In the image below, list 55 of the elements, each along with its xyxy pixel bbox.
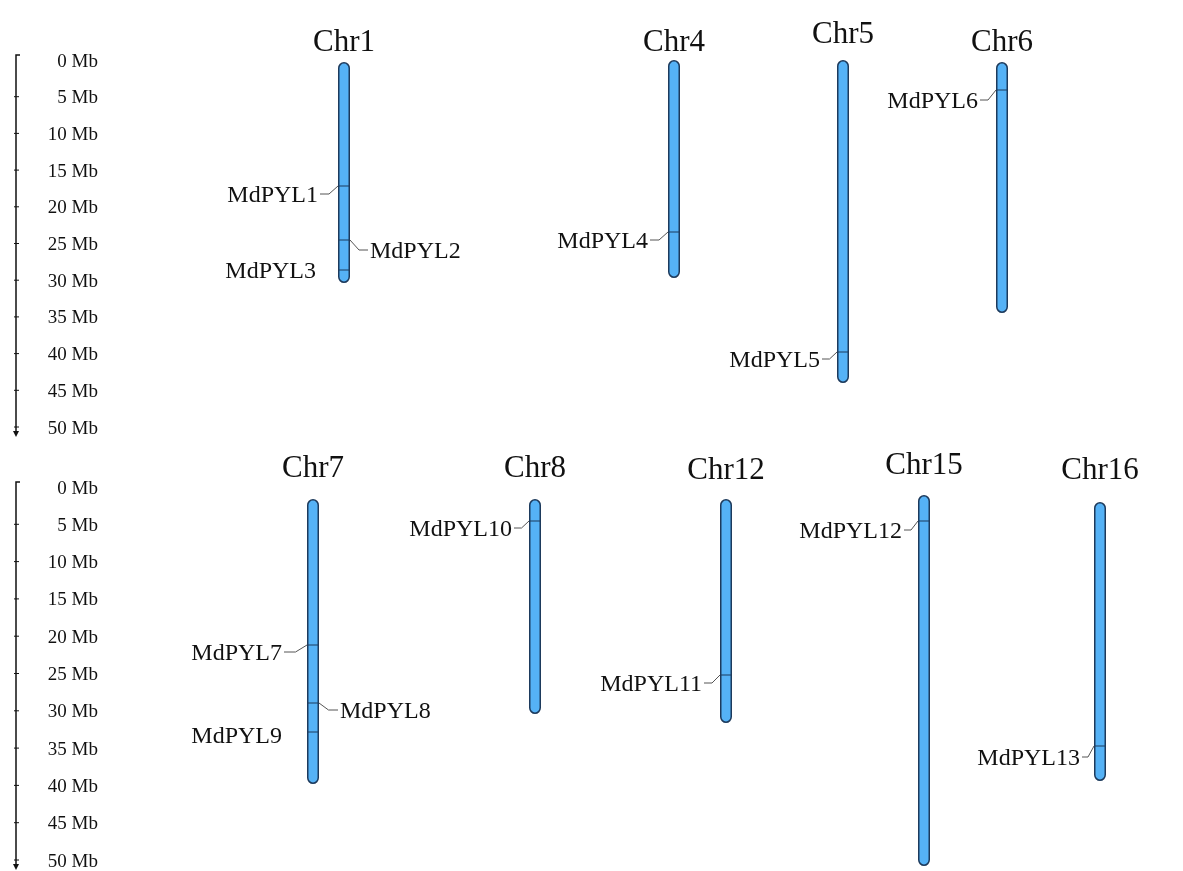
gene-label: MdPYL8 <box>340 698 431 722</box>
leader-line <box>283 644 308 653</box>
gene-label: MdPYL7 <box>191 640 282 664</box>
scale-label: 30 Mb <box>47 270 98 290</box>
gene-label: MdPYL6 <box>887 88 978 112</box>
scale-label: 10 Mb <box>47 552 98 572</box>
scale-label: 40 Mb <box>47 775 98 795</box>
scale-label: 15 Mb <box>47 589 98 609</box>
scale-label: 40 Mb <box>47 344 98 364</box>
gene-label: MdPYL5 <box>729 347 820 371</box>
scale-label: 25 Mb <box>47 234 98 253</box>
scale-label: 20 Mb <box>47 626 98 646</box>
gene-label: MdPYL3 <box>225 258 316 282</box>
scale-label: 45 Mb <box>47 813 98 833</box>
chromosome-label: Chr1 <box>313 24 375 56</box>
chromosome-label: Chr12 <box>687 452 765 484</box>
gene-label: MdPYL4 <box>557 228 648 252</box>
scale-label: 50 Mb <box>47 417 98 437</box>
chromosome-label: Chr16 <box>1061 452 1139 484</box>
leader-line <box>903 520 919 531</box>
scale-label: 15 Mb <box>47 160 98 180</box>
leader-line <box>513 520 530 529</box>
leader-line <box>318 702 339 711</box>
gene-label: MdPYL13 <box>977 745 1080 769</box>
chromosome-label: Chr15 <box>885 447 963 479</box>
scale-label: 35 Mb <box>47 307 98 327</box>
chromosome-label: Chr6 <box>971 24 1033 56</box>
leader-line <box>821 351 838 360</box>
leader-line <box>319 185 339 195</box>
gene-label: MdPYL1 <box>227 182 318 206</box>
scale-label: 35 Mb <box>47 738 98 758</box>
gene-label: MdPYL12 <box>799 518 902 542</box>
gene-label: MdPYL10 <box>409 516 512 540</box>
scale-label: 10 Mb <box>47 123 98 143</box>
scale-label: 25 Mb <box>47 664 98 683</box>
scale-label: 20 Mb <box>47 197 98 217</box>
scale-label: 50 Mb <box>47 850 98 870</box>
leader-line <box>979 89 997 101</box>
leader-line <box>703 674 721 684</box>
chromosome-label: Chr5 <box>812 16 874 48</box>
chromosome-label: Chr7 <box>282 450 344 482</box>
scale-label: 5 Mb <box>57 87 98 107</box>
scale-label: 5 Mb <box>57 514 98 534</box>
gene-label: MdPYL11 <box>600 671 702 695</box>
scale-label: 30 Mb <box>47 701 98 721</box>
scale-label: 45 Mb <box>47 380 98 400</box>
gene-label: MdPYL9 <box>191 723 282 747</box>
gene-label: MdPYL2 <box>370 238 461 262</box>
leader-line <box>349 239 369 251</box>
leader-line <box>649 231 669 241</box>
scale-label: 0 Mb <box>57 477 98 497</box>
chromosome-label: Chr8 <box>504 450 566 482</box>
scale-label: 0 Mb <box>57 50 98 70</box>
leader-line <box>1081 745 1095 758</box>
chromosome-label: Chr4 <box>643 24 705 56</box>
